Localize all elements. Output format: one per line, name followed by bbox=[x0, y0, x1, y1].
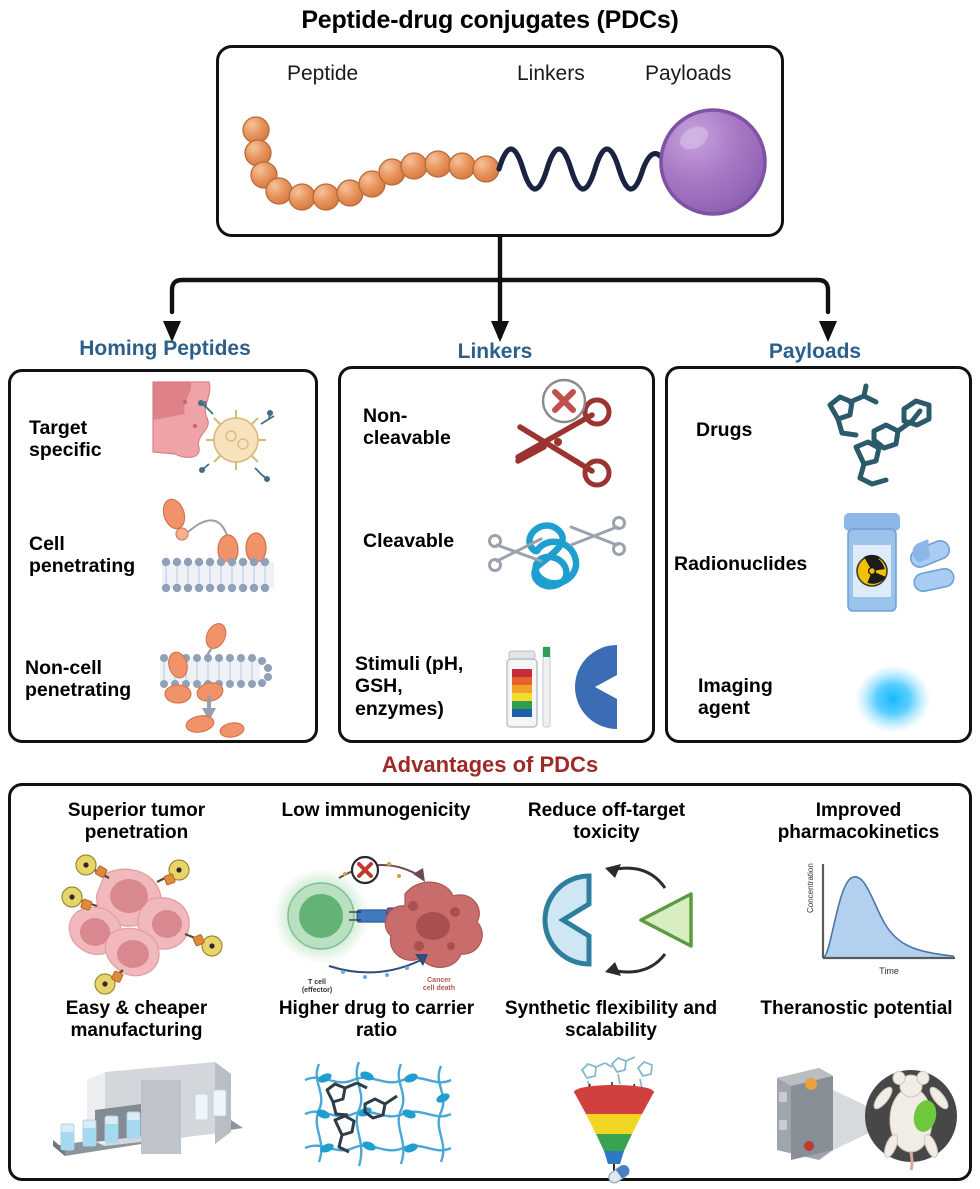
vial bbox=[212, 1089, 227, 1117]
item-label-cleavable: Cleavable bbox=[363, 529, 455, 552]
item-label-imaging-agent: Imaging agent bbox=[698, 674, 773, 719]
pk-curve-area bbox=[822, 876, 954, 959]
item-label-stimuli: Stimuli (pH, GSH, enzymes) bbox=[355, 652, 464, 720]
pk-curve-icon: Concentration Time bbox=[793, 858, 963, 983]
panel-payloads: Drugs Radionuclides bbox=[665, 366, 972, 743]
annotation-t-cell-line1: T cell bbox=[308, 979, 326, 986]
tumor-cells-radioconjugate-icon bbox=[39, 854, 249, 995]
advantage-label-superior-tumor-penetration: Superior tumor penetration bbox=[67, 800, 206, 844]
panel-linkers: Non-cleavable Cleavable bbox=[338, 366, 655, 743]
vial bbox=[194, 1093, 209, 1121]
membrane-blocked-icon bbox=[156, 622, 281, 738]
vial bbox=[82, 1119, 97, 1147]
advantage-label-higher-drug-to-carrier-ratio: Higher drug to carrier ratio bbox=[278, 998, 475, 1042]
advantage-label-reduce-off-target-toxicity: Reduce off-target toxicity bbox=[527, 800, 686, 844]
vial bbox=[60, 1123, 75, 1151]
schematic-label-linkers: Linkers bbox=[517, 62, 585, 85]
item-label-non-cell-penetrating: Non-cell penetrating bbox=[25, 656, 132, 701]
advantage-label-easy-cheaper-manufacturing: Easy & cheaper manufacturing bbox=[65, 998, 208, 1042]
advantage-label-improved-pharmacokinetics: Improved pharmacokinetics bbox=[777, 800, 940, 844]
membrane-penetration-icon bbox=[156, 492, 276, 597]
vial-production-line-icon bbox=[45, 1058, 245, 1168]
category-header-payloads: Payloads bbox=[768, 340, 862, 363]
page-title: Peptide-drug conjugates (PDCs) bbox=[301, 6, 679, 34]
polymer-mesh-drug-icon bbox=[301, 1058, 456, 1173]
ph-strip-and-enzyme-icon bbox=[499, 637, 644, 737]
item-label-drugs: Drugs bbox=[696, 418, 753, 441]
connector-arrows bbox=[0, 232, 980, 342]
advantages-title: Advantages of PDCs bbox=[381, 752, 599, 777]
tumor-fluorescence bbox=[913, 1100, 937, 1132]
category-header-linkers: Linkers bbox=[457, 340, 533, 363]
annotation-cancer-line1: Cancer bbox=[427, 977, 451, 984]
receptor-ligand-icon bbox=[519, 862, 699, 977]
advantage-label-low-immunogenicity: Low immunogenicity bbox=[281, 800, 471, 821]
radioactive-pill-bottle-icon bbox=[828, 509, 963, 619]
t-cell-cancer-death-icon: T cell (effector) Cancer cell death bbox=[273, 854, 488, 994]
schematic-label-peptide: Peptide bbox=[287, 62, 359, 85]
advantage-label-synthetic-flexibility: Synthetic flexibility and scalability bbox=[504, 998, 718, 1042]
item-label-target-specific: Target specific bbox=[29, 416, 102, 461]
mouse-imaging-icon bbox=[763, 1058, 958, 1173]
molecule-structure-icon bbox=[816, 383, 946, 493]
item-label-non-cleavable: Non-cleavable bbox=[363, 404, 451, 449]
peptide-bead-chain bbox=[242, 116, 500, 211]
annotation-t-cell-line2: (effector) bbox=[302, 987, 332, 994]
scissors-cutting-chain-icon bbox=[488, 499, 626, 599]
pdc-schematic-art bbox=[216, 45, 784, 237]
pk-ylabel: Concentration bbox=[806, 863, 815, 913]
item-label-cell-penetrating: Cell penetrating bbox=[29, 532, 136, 577]
linker-wave bbox=[496, 146, 667, 192]
panel-homing-peptides: Target specific C bbox=[8, 369, 318, 743]
rainbow-funnel-icon bbox=[554, 1054, 679, 1184]
pk-xlabel: Time bbox=[879, 966, 899, 976]
annotation-cancer-line2: cell death bbox=[423, 985, 455, 992]
panel-advantages: Superior tumor penetration bbox=[8, 783, 972, 1184]
fluorescent-glow-icon bbox=[843, 659, 943, 739]
payload-sphere bbox=[659, 108, 767, 216]
vial bbox=[126, 1111, 141, 1139]
tumor-cell-antibody-icon bbox=[151, 380, 275, 490]
category-header-homing-peptides: Homing Peptides bbox=[79, 337, 251, 360]
schematic-label-payloads: Payloads bbox=[645, 62, 732, 85]
advantage-label-theranostic-potential: Theranostic potential bbox=[760, 998, 953, 1019]
vial bbox=[104, 1115, 119, 1143]
item-label-radionuclides: Radionuclides bbox=[674, 552, 808, 575]
scissors-crossed-out-icon bbox=[496, 378, 621, 488]
